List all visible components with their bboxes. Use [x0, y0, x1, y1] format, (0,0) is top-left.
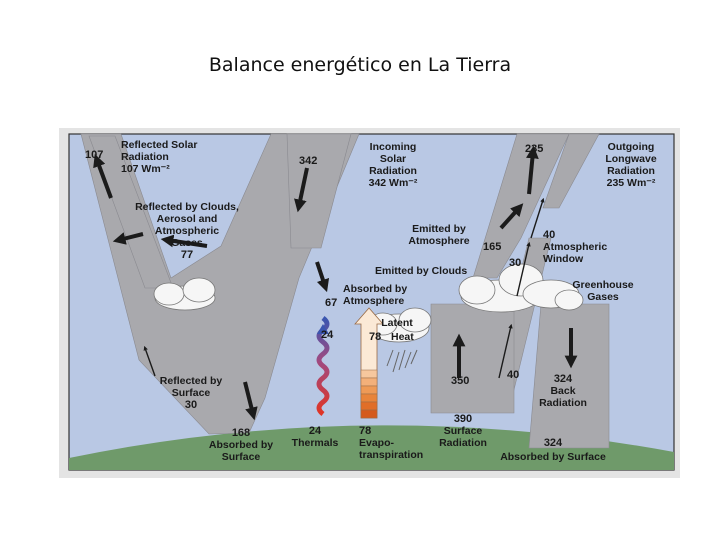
- thin-arrows: [143, 197, 545, 379]
- arrow-incoming-solar: [294, 167, 309, 213]
- absorbed-atmosphere-value: 67: [325, 297, 337, 309]
- reflected-solar-line2: Radiation: [121, 151, 169, 163]
- thermals-value: 24: [309, 425, 322, 437]
- absorbed-surface-line1: Absorbed by: [209, 439, 273, 451]
- rain-streaks: [386, 349, 418, 373]
- reflected-surface-value: 30: [185, 399, 197, 411]
- emitted-atmosphere-value: 165: [483, 241, 501, 253]
- incoming-solar-line3: Radiation: [369, 165, 417, 177]
- evapotranspiration-line2: transpiration: [359, 449, 423, 461]
- arrow-emitted-atmosphere: [499, 203, 524, 230]
- arrow-window-40-lower: [498, 323, 513, 379]
- emitted-clouds-label: Emitted by Clouds: [375, 265, 467, 277]
- reflected-clouds-line4: Gases: [171, 237, 203, 249]
- back-radiation-beam: [528, 303, 610, 449]
- emitted-clouds-value: 30: [509, 257, 521, 269]
- upward-350-value: 350: [451, 375, 469, 387]
- outgoing-longwave-value: 235: [525, 143, 543, 155]
- reflected-clouds-value: 77: [181, 249, 193, 261]
- cloud-left: [153, 277, 216, 311]
- arrow-emitted-clouds: [516, 241, 531, 297]
- latent-line1: Latent: [381, 317, 413, 329]
- surface-radiation-value: 390: [454, 413, 472, 425]
- absorbed-324-label: Absorbed by Surface: [500, 451, 606, 463]
- incoming-solar-line2: Solar: [380, 153, 406, 165]
- back-radiation-line1: Back: [550, 385, 575, 397]
- back-radiation-line2: Radiation: [539, 397, 587, 409]
- absorbed-atmosphere-line2: Atmosphere: [343, 295, 404, 307]
- evapotranspiration-line1: Evapo-: [359, 437, 395, 449]
- reflected-solar-value: 107: [85, 149, 103, 161]
- greenhouse-line1: Greenhouse: [572, 279, 633, 291]
- energy-balance-figure: 107 Reflected Solar Radiation 107 Wm⁻² 3…: [59, 128, 680, 478]
- arrow-absorbed-atmosphere: [315, 261, 330, 293]
- atmospheric-window-line2: Window: [543, 253, 584, 265]
- reflected-solar-line1: Reflected Solar: [121, 139, 197, 151]
- atmospheric-window-line1: Atmospheric: [543, 241, 607, 253]
- atmosphere-emission-beam: [542, 133, 600, 209]
- evapotranspiration-value: 78: [359, 425, 371, 437]
- incoming-solar-line1: Incoming: [370, 141, 417, 153]
- reflected-solar-beam: [88, 135, 174, 289]
- surface-radiation-line1: Surface: [444, 425, 483, 437]
- incoming-solar-beam: [286, 133, 352, 249]
- arrow-absorbed-surface: [243, 381, 258, 421]
- slide-title: Balance energético en La Tierra: [208, 54, 512, 76]
- arrow-reflected-solar: [93, 153, 113, 199]
- arrow-reflected-clouds-a: [160, 234, 208, 248]
- reflected-clouds-line3: Atmospheric: [155, 225, 219, 237]
- reflected-clouds-line2: Aerosol and: [157, 213, 218, 225]
- outgoing-longwave-line2: Longwave: [605, 153, 657, 165]
- surface-radiation-line2: Radiation: [439, 437, 487, 449]
- latent-heat-column: [354, 307, 384, 419]
- reflected-solar-line3: 107 Wm⁻²: [121, 163, 170, 175]
- arrow-window-40-upper: [530, 197, 545, 239]
- upward-surface-beam: [430, 303, 515, 414]
- reflected-clouds-line1: Reflected by Clouds,: [135, 201, 239, 213]
- thermals-label: Thermals: [292, 437, 339, 449]
- absorbed-324-value: 324: [544, 437, 563, 449]
- reflected-surface-line1: Reflected by: [160, 375, 223, 387]
- absorbed-atmosphere-line1: Absorbed by: [343, 283, 407, 295]
- absorbed-surface-value: 168: [232, 427, 250, 439]
- emitted-atmosphere-line1: Emitted by: [412, 223, 466, 235]
- earth-surface: [69, 425, 674, 470]
- emitted-atmosphere-line2: Atmosphere: [408, 235, 469, 247]
- back-radiation-value: 324: [554, 373, 573, 385]
- window-40-value: 40: [507, 369, 519, 381]
- reflected-surface-line2: Surface: [172, 387, 211, 399]
- greenhouse-line2: Gases: [587, 291, 619, 303]
- flow-arrows: [93, 145, 578, 421]
- arrow-reflected-clouds-b: [112, 232, 144, 245]
- outgoing-longwave-line1: Outgoing: [608, 141, 655, 153]
- latent-value: 78: [369, 331, 381, 343]
- latent-word: Heat: [391, 331, 414, 343]
- thermals-up-value: 24: [321, 329, 334, 341]
- incoming-solar-value: 342: [299, 155, 317, 167]
- energy-balance-diagram: 107 Reflected Solar Radiation 107 Wm⁻² 3…: [68, 133, 675, 471]
- incoming-solar-line4: 342 Wm⁻²: [369, 177, 418, 189]
- thermals-arrowhead: [317, 324, 329, 334]
- outgoing-longwave-line4: 235 Wm⁻²: [607, 177, 656, 189]
- arrow-outgoing-longwave: [526, 145, 539, 195]
- diagram-labels: 107 Reflected Solar Radiation 107 Wm⁻² 3…: [85, 139, 657, 463]
- outgoing-longwave-line3: Radiation: [607, 165, 655, 177]
- atmospheric-window-value: 40: [543, 229, 555, 241]
- arrow-reflected-surface: [143, 345, 156, 377]
- cloud-latent: [368, 307, 432, 343]
- absorbed-surface-line2: Surface: [222, 451, 261, 463]
